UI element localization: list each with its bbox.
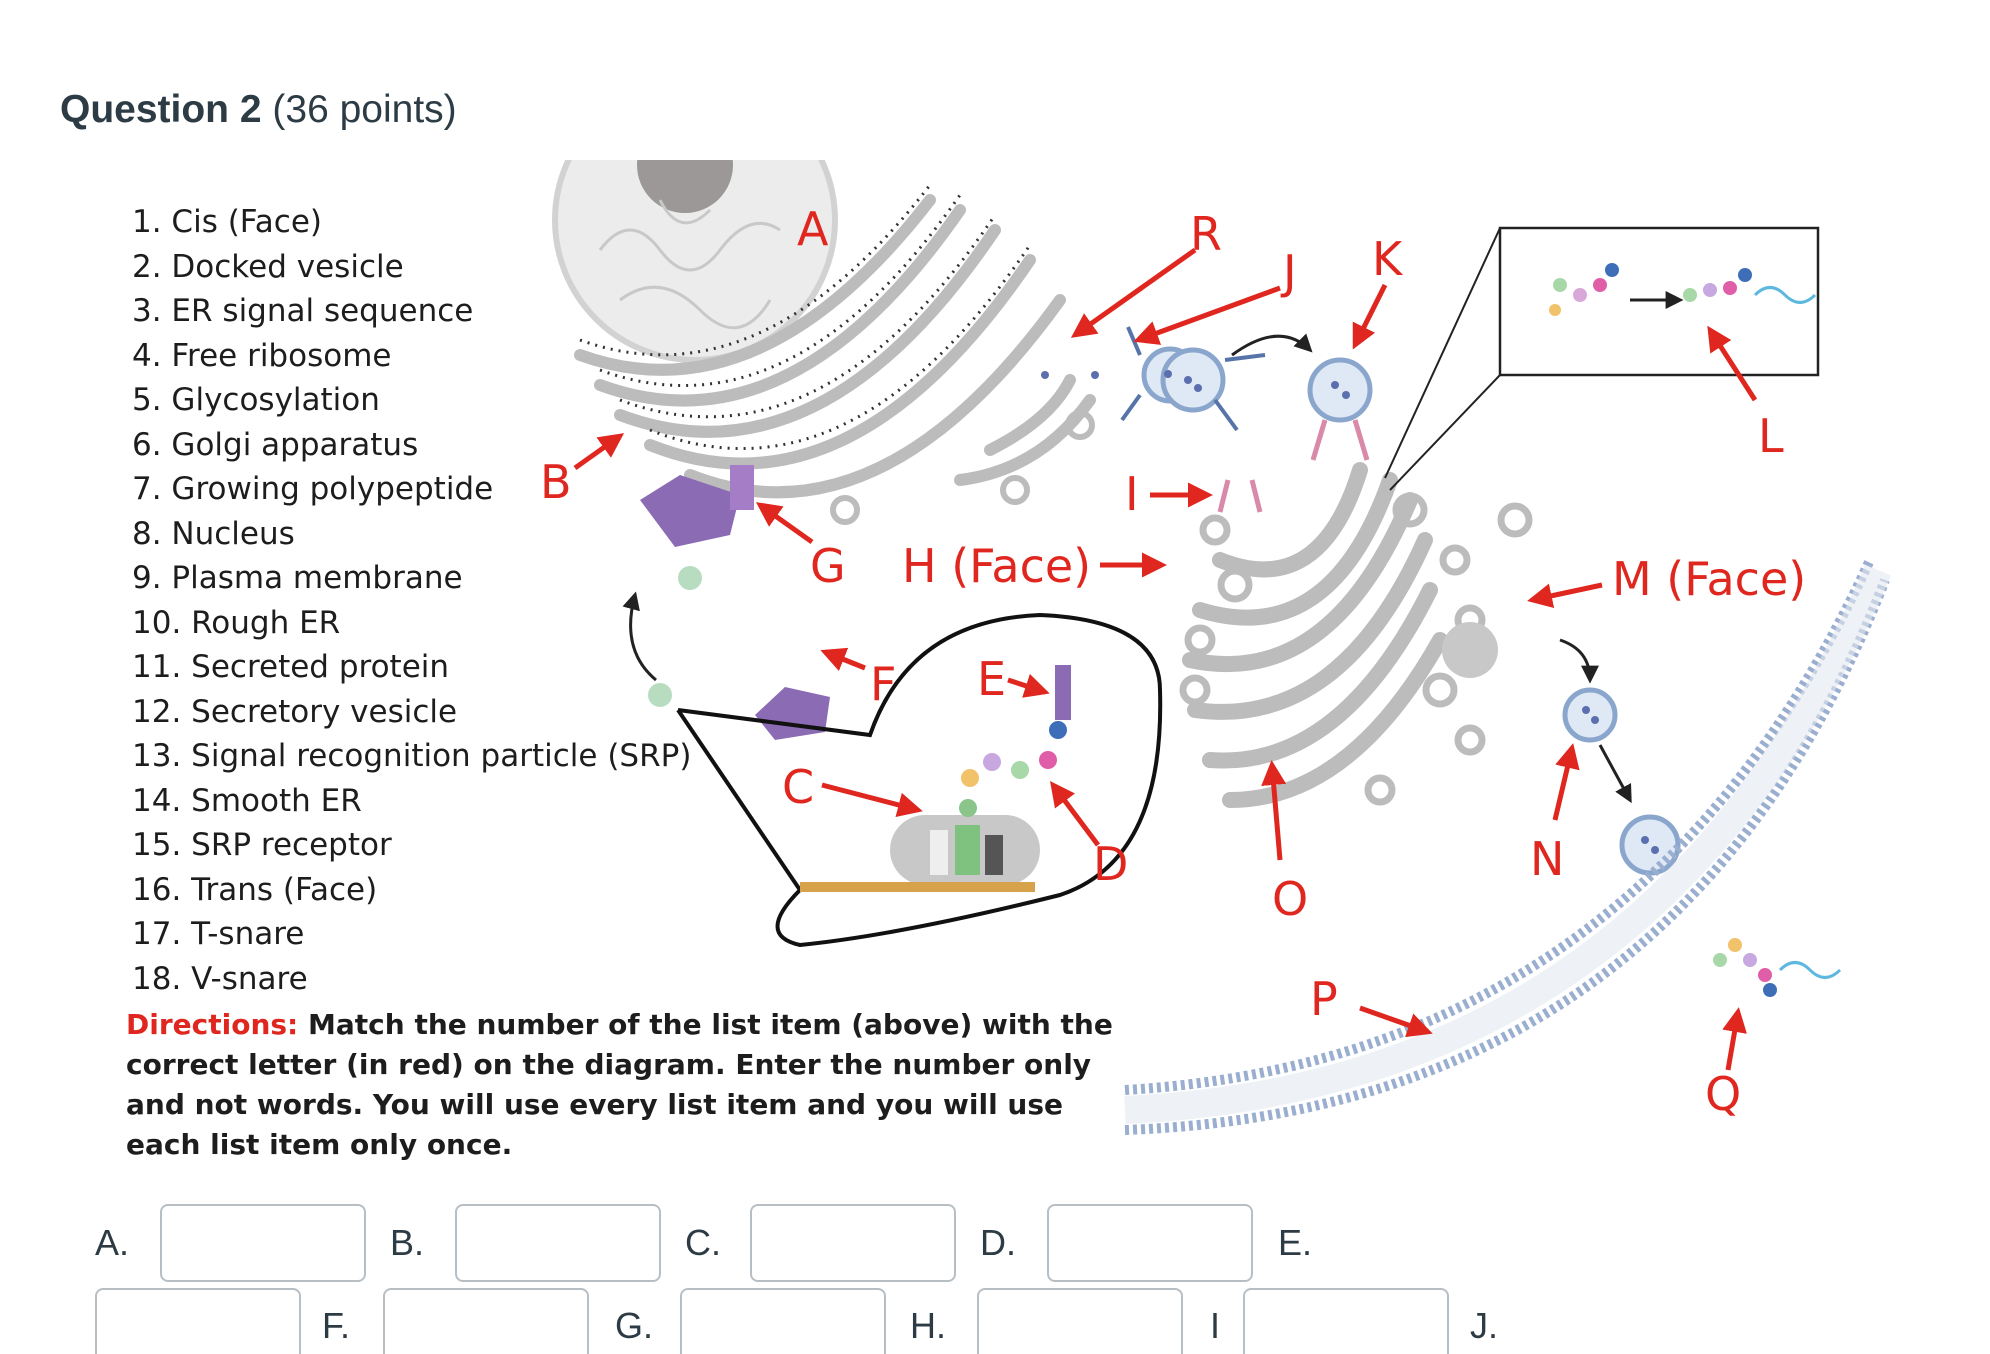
- diagram-label-a: A: [797, 202, 829, 256]
- answer-label-a: A.: [95, 1222, 130, 1263]
- diagram-label-n: N: [1530, 743, 1580, 886]
- answer-label-e: E.: [1278, 1222, 1313, 1263]
- term-list: 1. Cis (Face) 2. Docked vesicle 3. ER si…: [132, 200, 691, 1001]
- list-item: 2. Docked vesicle: [132, 248, 404, 285]
- list-item: 9. Plasma membrane: [132, 560, 463, 596]
- srp-ribosome: [640, 465, 830, 740]
- diagram-label-b: B: [540, 433, 625, 509]
- answer-input-g[interactable]: [680, 1288, 886, 1354]
- diagram-label-g: G: [755, 502, 846, 593]
- list-item: 5. Glycosylation: [132, 382, 380, 418]
- svg-text:A: A: [797, 202, 829, 256]
- answer-label-g: G.: [615, 1305, 654, 1346]
- svg-text:I: I: [1125, 467, 1139, 521]
- svg-text:G: G: [810, 539, 846, 593]
- svg-text:N: N: [1530, 832, 1564, 886]
- list-item: 12. Secretory vesicle: [132, 693, 458, 730]
- question-title: Question 2 (36 points): [60, 88, 457, 132]
- diagram-label-p: P: [1310, 972, 1433, 1038]
- diagram-label-h: H (Face): [902, 539, 1167, 593]
- directions-label: Directions:: [126, 1008, 299, 1041]
- list-item: 16. Trans (Face): [132, 871, 378, 908]
- svg-text:L: L: [1758, 409, 1784, 463]
- list-item: 3. ER signal sequence: [132, 293, 474, 329]
- diagram-label-r: R: [1070, 207, 1222, 338]
- diagram-label-i: I: [1125, 467, 1213, 521]
- list-item: 1. Cis (Face): [132, 204, 322, 240]
- diagram-label-f: F: [820, 647, 896, 711]
- list-item: 6. Golgi apparatus: [132, 426, 419, 463]
- list-item: 10. Rough ER: [132, 604, 341, 641]
- diagram-label-e: E: [977, 652, 1050, 706]
- svg-text:C: C: [782, 760, 814, 814]
- svg-text:B: B: [540, 455, 572, 509]
- diagram-label-q: Q: [1705, 1007, 1747, 1121]
- plasma-membrane: [1124, 557, 1891, 1135]
- diagram-label-c: C: [782, 760, 923, 818]
- directions: Directions: Match the number of the list…: [126, 1005, 1126, 1165]
- answer-input-f[interactable]: [383, 1288, 589, 1354]
- list-item: 18. V-snare: [132, 960, 308, 997]
- list-item: 4. Free ribosome: [132, 337, 392, 374]
- answer-label-b: B.: [390, 1222, 425, 1263]
- answer-label-f: F.: [322, 1305, 351, 1346]
- answer-input-a[interactable]: [160, 1204, 366, 1282]
- answer-label-d: D.: [980, 1222, 1016, 1263]
- answer-label-j: J.: [1470, 1305, 1499, 1346]
- answer-input-h[interactable]: [977, 1288, 1183, 1354]
- diagram-label-m: M (Face): [1527, 552, 1806, 609]
- diagram-label-k: K: [1352, 232, 1404, 350]
- svg-text:K: K: [1372, 232, 1404, 286]
- diagram-label-j: J: [1133, 245, 1297, 345]
- list-item: 11. Secreted protein: [132, 649, 450, 685]
- svg-text:O: O: [1272, 872, 1308, 926]
- answer-input-c[interactable]: [750, 1204, 956, 1282]
- answer-input-e[interactable]: [95, 1288, 301, 1354]
- diagram-label-d: D: [1050, 781, 1128, 891]
- list-item: 7. Growing polypeptide: [132, 471, 494, 507]
- list-item: 13. Signal recognition particle (SRP): [132, 738, 692, 774]
- svg-text:P: P: [1310, 972, 1338, 1026]
- list-item: 17. T-snare: [132, 916, 305, 952]
- question-heading: Question 2: [60, 88, 262, 131]
- inset-outline: [676, 612, 1163, 948]
- svg-text:F: F: [870, 657, 896, 711]
- diagram-label-l: L: [1707, 325, 1784, 463]
- svg-text:J: J: [1280, 245, 1297, 299]
- svg-text:D: D: [1093, 837, 1128, 891]
- vesicle-r: [1141, 346, 1681, 876]
- question-points: (36 points): [272, 88, 457, 131]
- directions-text: Match the number of the list item (above…: [126, 1008, 1113, 1161]
- answer-input-b[interactable]: [455, 1204, 661, 1282]
- list-item: 14. Smooth ER: [132, 782, 362, 819]
- svg-text:H (Face): H (Face): [902, 539, 1091, 593]
- list-item: 8. Nucleus: [132, 515, 295, 552]
- svg-text:Q: Q: [1705, 1067, 1741, 1121]
- golgi-apparatus: [1182, 462, 1448, 808]
- svg-text:E: E: [977, 652, 1006, 706]
- list-item: 15. SRP receptor: [132, 827, 392, 863]
- answer-label-c: C.: [685, 1222, 721, 1263]
- answer-label-h: H.: [910, 1305, 946, 1346]
- diagram-label-o: O: [1261, 760, 1308, 926]
- answer-input-i[interactable]: [1243, 1288, 1449, 1354]
- answer-label-i: I: [1210, 1305, 1221, 1346]
- nucleolus: [637, 160, 733, 213]
- svg-text:M (Face): M (Face): [1612, 552, 1806, 606]
- answer-input-d[interactable]: [1047, 1204, 1253, 1282]
